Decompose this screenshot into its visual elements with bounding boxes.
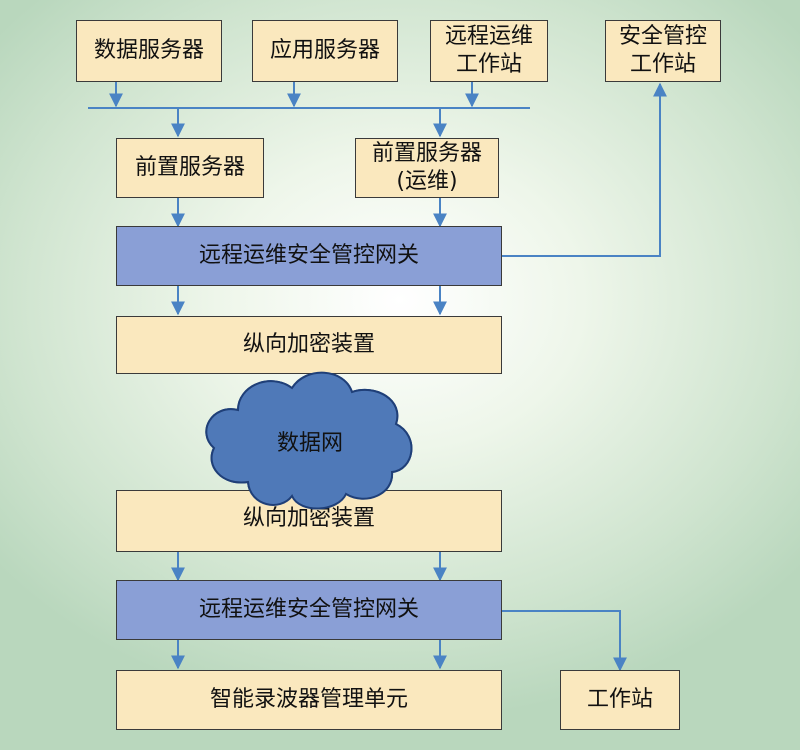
recorder-management-unit-box: 智能录波器管理单元 [116, 670, 502, 730]
front-server-box: 前置服务器 [116, 138, 264, 198]
front-server-ops-box: 前置服务器 (运维) [355, 138, 499, 198]
app-server-box: 应用服务器 [252, 20, 398, 82]
arrow-gateway-workstation [502, 610, 627, 672]
vertical-encryption-device-top: 纵向加密装置 [116, 316, 502, 374]
remote-ops-gateway-bottom: 远程运维安全管控网关 [116, 580, 502, 640]
vertical-encryption-device-bottom: 纵向加密装置 [116, 490, 502, 552]
workstation-box: 工作站 [560, 670, 680, 730]
arrow-gateway-security-station [502, 82, 667, 257]
remote-ops-station-box: 远程运维 工作站 [430, 20, 548, 82]
remote-ops-gateway-top: 远程运维安全管控网关 [116, 226, 502, 286]
data-network-label: 数据网 [276, 431, 343, 456]
security-control-station-box: 安全管控 工作站 [605, 20, 721, 82]
data-server-box: 数据服务器 [76, 20, 222, 82]
